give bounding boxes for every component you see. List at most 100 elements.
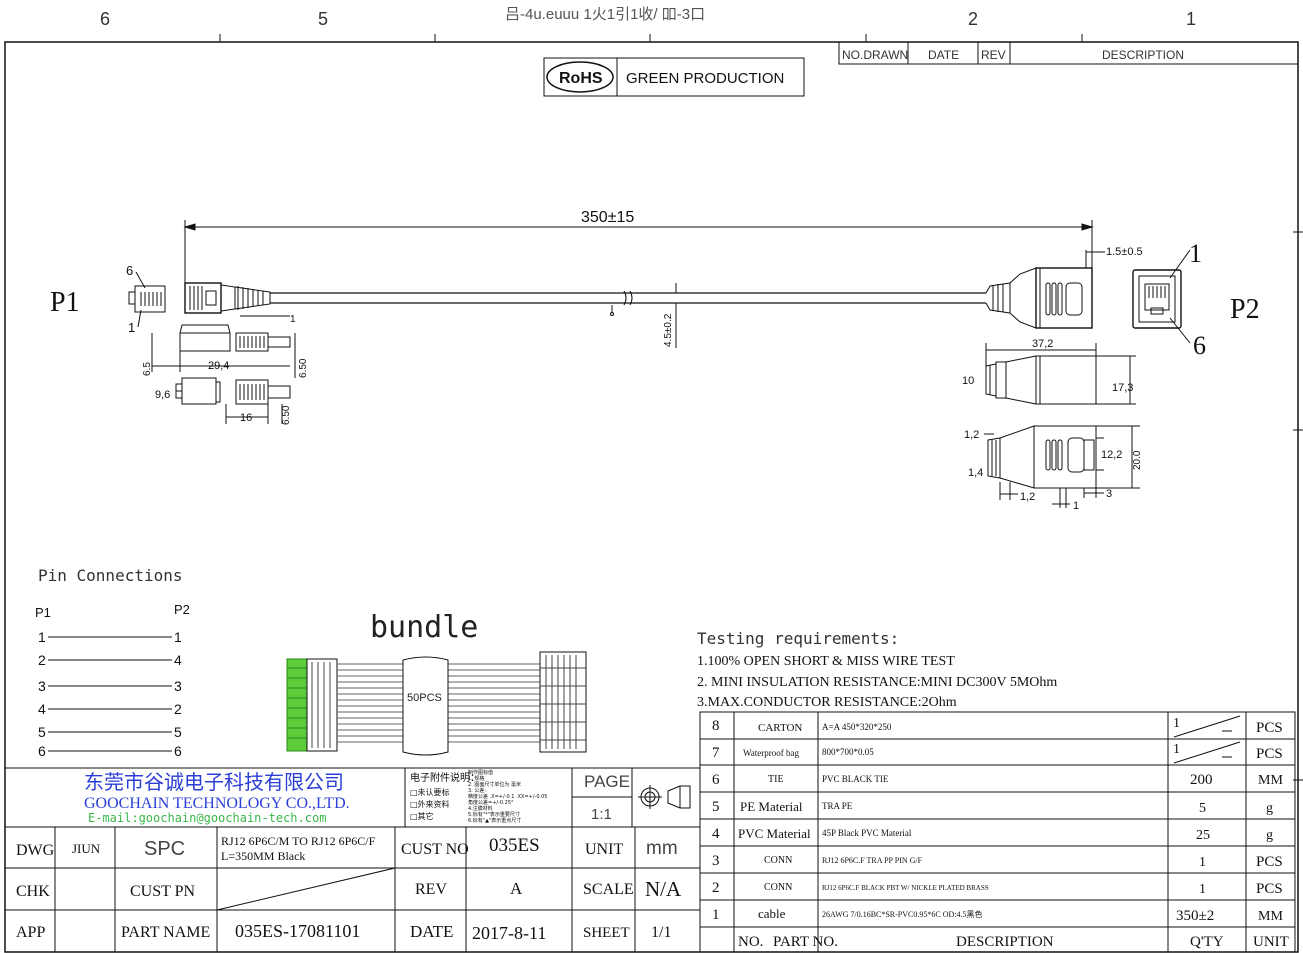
pin-connections-title: Pin Connections: [38, 566, 183, 585]
bom-5-unit: g: [1266, 801, 1273, 816]
bundle-title: bundle: [370, 610, 478, 645]
notes-small-8: 5.标有"*"表示重要尺寸: [468, 811, 520, 818]
bom-7-qty: 1: [1173, 742, 1180, 757]
part-name-label: PART NAME: [121, 924, 210, 941]
desc-line-2: L=350MM Black: [221, 849, 305, 863]
bom-4-unit: g: [1266, 828, 1273, 843]
p1-label: P1: [50, 287, 80, 318]
testing-item-2: 2. MINI INSULATION RESISTANCE:MINI DC300…: [697, 675, 1057, 690]
p2-pin-6: 6: [1193, 331, 1206, 360]
dim-17-3: 17,3: [1112, 382, 1133, 394]
scale-label: SCALE: [583, 881, 634, 898]
projection-symbol: [638, 785, 691, 809]
bom-8-qty: 1: [1173, 716, 1180, 731]
pin-p2-2: 4: [174, 652, 182, 668]
notes-check-2: □外来资料: [410, 799, 450, 809]
zone-6: 6: [100, 9, 110, 29]
date-label: DATE: [410, 922, 453, 941]
p2-label: P2: [1230, 294, 1260, 325]
p1-pin-1: 1: [128, 320, 135, 335]
sheet-label: SHEET: [583, 925, 630, 941]
bom-7-unit: PCS: [1256, 746, 1283, 762]
bom-4-desc: 45P Black PVC Material: [822, 828, 912, 838]
dim-6-5: 6.5: [142, 362, 153, 376]
bom-8-part: CARTON: [758, 722, 802, 734]
rev-label: REV: [415, 881, 447, 898]
zone-1: 1: [1186, 9, 1196, 29]
bom-1-unit: MM: [1258, 909, 1283, 924]
bom-6-qty: 200: [1190, 772, 1213, 788]
bom-3-part: CONN: [764, 855, 792, 866]
bom-2-qty: 1: [1199, 882, 1206, 897]
notes-small-2: 1. 规格: [468, 775, 484, 782]
p2-pin-1: 1: [1189, 239, 1202, 268]
notes-small-6: 角度公差=+/-0.25°: [468, 799, 514, 806]
zone-numbers: 6 5 2 1 吕-4u.euuu 1火1引1收/ 吅-3口: [100, 6, 1196, 29]
cust-pn-label: CUST PN: [130, 883, 196, 900]
unit-value: mm: [646, 838, 678, 859]
bom-5-no: 5: [712, 799, 720, 815]
length-dim: 350±15: [581, 209, 634, 226]
bom-2-unit: PCS: [1256, 881, 1283, 897]
page-value: 1:1: [591, 806, 612, 823]
bundle-qty: 50PCS: [407, 692, 442, 704]
rohs-badge: RoHS: [559, 70, 603, 87]
bundle-drawing: bundle 50PCS: [286, 610, 587, 756]
unit-label: UNIT: [585, 841, 623, 858]
pin-head-p2: P2: [174, 602, 190, 617]
bom-footer-part: PART NO.: [773, 934, 838, 950]
notes-title: 电子附件说明：: [410, 771, 480, 784]
testing-item-3: 3.MAX.CONDUCTOR RESISTANCE:2Ohm: [697, 695, 957, 710]
bom-footer-unit: UNIT: [1253, 934, 1289, 950]
bom-5-qty: 5: [1199, 801, 1206, 816]
zone-2: 2: [968, 9, 978, 29]
dwg-label: DWG: [16, 842, 55, 859]
dim-1-4: 1,4: [968, 467, 983, 479]
dim-1-2b: 1,2: [1020, 491, 1035, 503]
dim-3: 3: [1106, 488, 1112, 500]
bom-4-no: 4: [712, 826, 720, 842]
pin-p1-4: 4: [38, 701, 46, 717]
testing-requirements: Testing requirements: 1.100% OPEN SHORT …: [697, 629, 1057, 710]
bom-3-desc: RJ12 6P6C.F TRA PP PIN G/F: [822, 856, 923, 865]
rev-no-drawn: NO.DRAWN: [842, 48, 908, 62]
bom-8-desc: A=A 450*320*250: [822, 722, 892, 732]
bom-8-no: 8: [712, 718, 720, 734]
title-block: 东莞市谷诚电子科技有限公司 GOOCHAIN TECHNOLOGY CO.,LT…: [4, 767, 701, 953]
page-label: PAGE: [584, 772, 630, 791]
testing-item-1: 1.100% OPEN SHORT & MISS WIRE TEST: [697, 654, 955, 669]
pin-p1-6: 6: [38, 743, 46, 759]
dim-6-50b: 6.50: [281, 405, 292, 425]
zone-5: 5: [318, 9, 328, 29]
pin-p1-1: 1: [38, 629, 46, 645]
desc-line-1: RJ12 6P6C/M TO RJ12 6P6C/F: [221, 834, 376, 848]
bom-5-part: PE Material: [740, 799, 803, 814]
company-cn: 东莞市谷诚电子科技有限公司: [84, 770, 344, 794]
pin-connections: Pin Connections P1 P2 1 1 2 4 3 3 4 2 5 …: [35, 566, 190, 759]
p1-detail-views: 29,4 6.5 6.50 9,6 16 6.50: [142, 324, 309, 425]
notes-small-3: 2. 图面尺寸单位为 毫米: [468, 781, 521, 788]
dim-1-5: 1.5±0.5: [1106, 246, 1143, 258]
testing-title: Testing requirements:: [697, 629, 899, 648]
cust-no-value: 035ES: [489, 835, 540, 856]
bom-footer-desc: DESCRIPTION: [956, 934, 1054, 950]
dim-29-4: 29,4: [208, 360, 229, 372]
bom-3-no: 3: [712, 853, 720, 869]
pin-p1-3: 3: [38, 678, 46, 694]
bom-2-no: 2: [712, 880, 720, 896]
bom-6-part: TIE: [768, 774, 784, 785]
dim-1: 1: [1073, 500, 1079, 512]
bom-1-qty: 350±2: [1176, 908, 1214, 924]
p1-callout-1: 1: [290, 314, 296, 325]
bom-4-qty: 25: [1196, 828, 1210, 843]
notes-check-3: □其它: [410, 811, 434, 821]
date-value: 2017-8-11: [472, 923, 546, 943]
scale-value: N/A: [645, 877, 682, 901]
cust-no-label: CUST NO: [401, 841, 469, 858]
pin-p1-2: 2: [38, 652, 46, 668]
pin-p2-4: 2: [174, 701, 182, 717]
bom-5-desc: TRA PE: [822, 801, 853, 811]
bom-2-desc: RJ12 6P6C.F BLACK PBT W/ NICKLE PLATED B…: [822, 884, 989, 892]
notes-check-1: □未认要标: [410, 787, 450, 797]
